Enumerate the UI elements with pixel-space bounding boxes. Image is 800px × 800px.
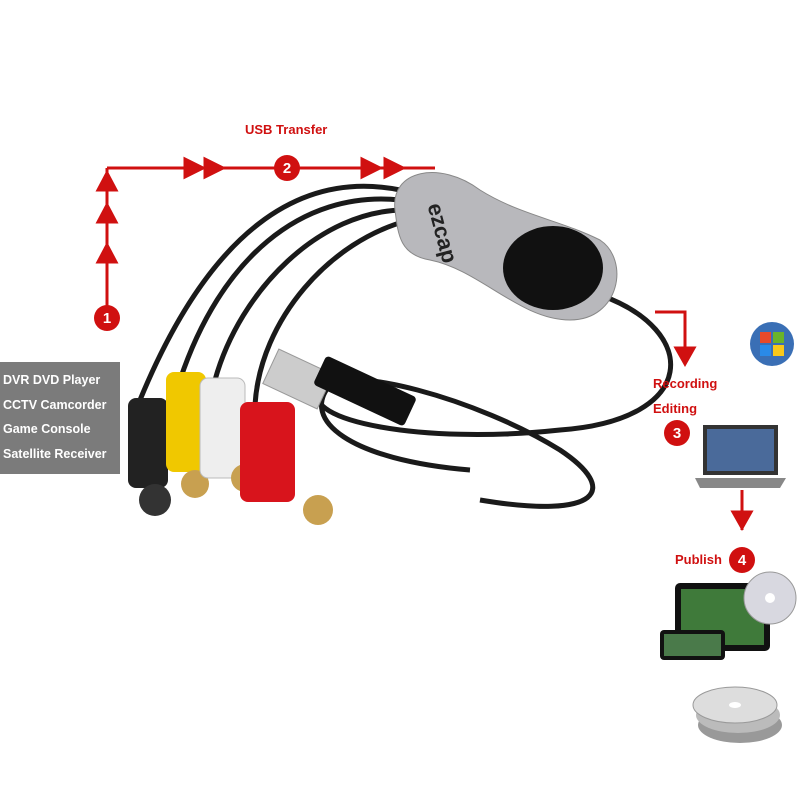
source-item: Satellite Receiver [3,446,107,461]
step-2-text: 2 [283,160,291,177]
windows-logo-icon [750,322,794,366]
arrow-down-icon [673,346,697,368]
connectors [128,348,416,525]
editing-label: Editing [653,401,698,416]
arrow-right-icon [360,156,384,180]
arrow-up-icon [95,241,119,264]
device-button [503,226,603,310]
arrow-down-icon [730,510,754,532]
flow-arrows [95,156,754,532]
arrow-up-icon [95,169,119,192]
source-item: Game Console [3,422,91,436]
disc-stack-icon [692,686,782,743]
source-item: CCTV Camcorder [3,397,107,412]
step-badge-1 [94,305,120,331]
arrow-right-icon [383,156,407,180]
step-badge-4 [729,547,755,573]
arrow-up-icon [95,201,119,224]
step-badge-3 [664,420,690,446]
step-badge-2 [274,155,300,181]
red-rca-connector [240,402,295,502]
arrow-right-icon [183,156,207,180]
white-rca-connector [199,377,246,479]
publish-label: Publish [675,552,722,567]
step-1-text: 1 [103,310,111,327]
step-3-text: 3 [673,425,681,442]
usb-plug [262,348,334,410]
usb-transfer-label: USB Transfer [245,122,328,137]
media-devices-icon [660,571,797,660]
arrow-right-icon [203,156,227,180]
step-4-text: 4 [738,552,747,569]
s-video-connector [128,398,168,488]
source-devices-panel: DVR DVD Player CCTV Camcorder Game Conso… [0,362,120,474]
recording-label: Recording [653,376,718,391]
source-item: DVR DVD Player [3,373,101,387]
yellow-rca-connector [166,372,206,472]
laptop-icon [695,425,786,488]
capture-device: ezcap [394,172,618,321]
